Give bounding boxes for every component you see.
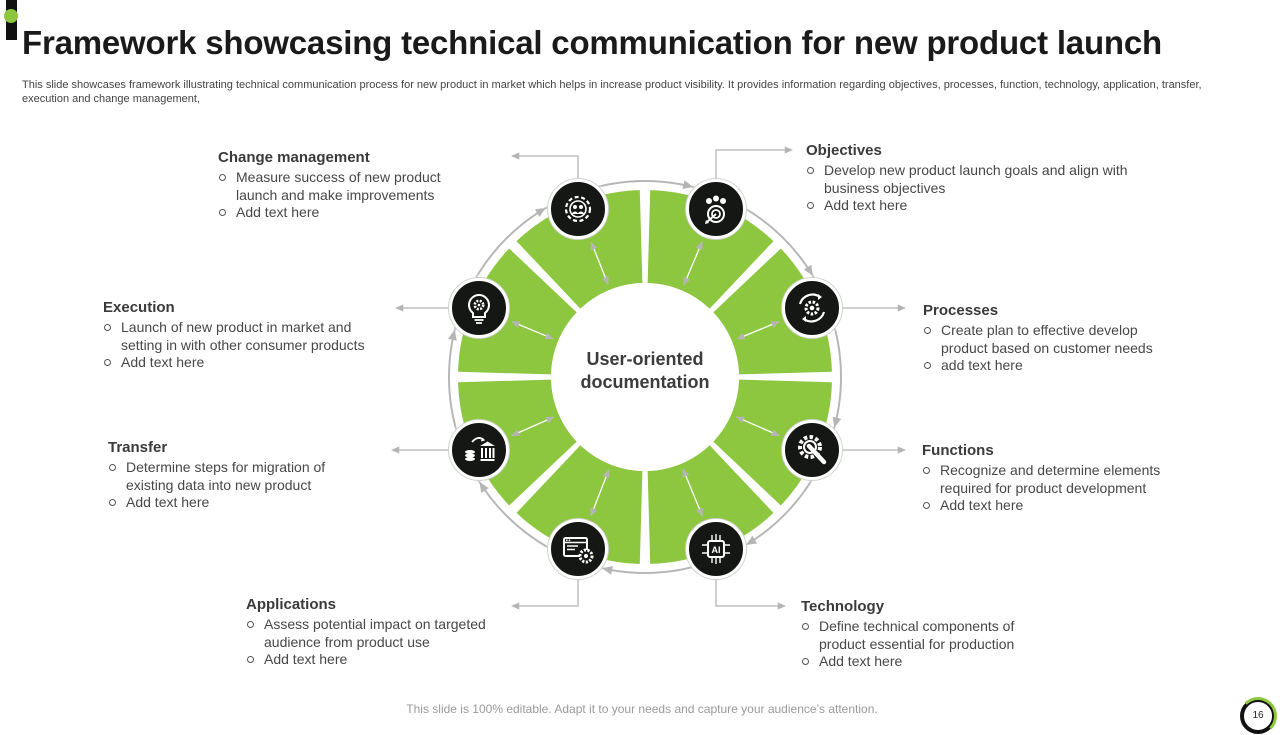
coins-bank-icon xyxy=(465,437,495,461)
browser-gear-icon xyxy=(563,537,594,564)
slide-title: Framework showcasing technical communica… xyxy=(22,24,1162,61)
stage-bullet: Add text here xyxy=(801,653,1046,671)
cycle-arrow xyxy=(832,331,842,428)
stage-bullet: Assess potential impact on targeted audi… xyxy=(246,616,516,651)
transfer-node[interactable] xyxy=(449,420,509,480)
wrench-gear-icon xyxy=(798,435,827,465)
stage-bullet: Add text here xyxy=(246,651,516,669)
stage-bullet: Define technical components of product e… xyxy=(801,618,1046,653)
spoke-arrow xyxy=(511,416,555,437)
stage-heading: Transfer xyxy=(108,439,168,456)
cycle-arrow xyxy=(748,209,813,276)
stage-bullet: Add text here xyxy=(806,197,1131,215)
stage-functions: Functions Recognize and determine elemen… xyxy=(922,442,1197,515)
leader-line xyxy=(511,152,579,180)
objectives-node[interactable] xyxy=(686,179,746,239)
cycle-arrow xyxy=(601,180,694,189)
svg-text:AI: AI xyxy=(712,545,721,555)
stage-bullet: Develop new product launch goals and ali… xyxy=(806,162,1131,197)
spoke-arrow xyxy=(590,469,610,517)
change-management-node[interactable] xyxy=(548,179,608,239)
stage-bullet: Recognize and determine elements require… xyxy=(922,462,1197,497)
page-number: 16 xyxy=(1252,710,1264,721)
spoke-arrow xyxy=(511,321,554,340)
stage-objectives: Objectives Develop new product launch go… xyxy=(806,142,1131,215)
cycle-gear-icon xyxy=(798,293,826,323)
stage-bullet: Add text here xyxy=(922,497,1197,515)
spoke-arrow xyxy=(683,241,703,286)
cycle-arrow xyxy=(479,482,547,547)
applications-node[interactable] xyxy=(548,519,608,579)
processes-node[interactable] xyxy=(782,278,842,338)
lightbulb-gear-icon xyxy=(468,293,490,324)
stage-bullet: Measure success of new product launch an… xyxy=(218,169,478,204)
leader-lines xyxy=(391,146,906,610)
slide-subtitle: This slide showcases framework illustrat… xyxy=(22,79,1202,105)
footer-note: This slide is 100% editable. Adapt it to… xyxy=(406,702,878,716)
stage-bullet: Create plan to effective develop product… xyxy=(923,322,1183,357)
hub-label-line1: User-oriented xyxy=(586,349,704,369)
stage-applications: Applications Assess potential impact on … xyxy=(246,596,516,669)
technology-node[interactable]: AI xyxy=(686,519,746,579)
ai-chip-icon: AI xyxy=(702,534,730,564)
spoke-arrow xyxy=(736,321,780,340)
target-group-icon xyxy=(705,195,726,224)
stage-heading: Applications xyxy=(246,596,337,613)
spoke-arrow xyxy=(590,241,609,285)
stage-bullet: Add text here xyxy=(103,354,393,372)
stage-bullet: add text here xyxy=(923,357,1183,375)
hub-label-line2: documentation xyxy=(580,372,710,392)
stage-technology: Technology Define technical components o… xyxy=(801,598,1046,671)
arc-arrows xyxy=(448,180,842,575)
stage-processes: Processes Create plan to effective devel… xyxy=(923,302,1183,375)
ring-segment xyxy=(516,190,643,309)
cycle-arrow xyxy=(477,207,546,275)
hub-label: User-oriented documentation xyxy=(552,348,738,394)
spoke-arrow xyxy=(682,468,703,517)
stage-bullet: Add text here xyxy=(218,204,478,222)
stage-heading: Execution xyxy=(103,299,175,316)
stage-execution: Execution Launch of new product in marke… xyxy=(103,299,393,372)
stage-heading: Objectives xyxy=(806,142,882,159)
page-number-badge: 16 xyxy=(1239,697,1277,735)
gear-people-icon xyxy=(564,195,592,223)
accent-dot xyxy=(4,9,18,23)
cycle-arrow xyxy=(602,566,691,575)
ring-segment xyxy=(516,445,643,564)
functions-node[interactable] xyxy=(782,420,842,480)
stage-bullet: Launch of new product in market and sett… xyxy=(103,319,393,354)
stage-transfer: Transfer Determine steps for migration o… xyxy=(108,439,353,512)
stage-heading: Functions xyxy=(922,442,994,459)
spokes xyxy=(511,241,780,517)
leader-line xyxy=(715,578,786,610)
hub-circle xyxy=(551,283,739,471)
stage-change-management: Change management Measure success of new… xyxy=(218,149,478,222)
leader-line xyxy=(715,146,793,180)
leader-line xyxy=(511,578,579,610)
stage-bullet: Add text here xyxy=(108,494,353,512)
execution-node[interactable] xyxy=(449,278,509,338)
spoke-arrow xyxy=(735,416,780,437)
stage-bullet: Determine steps for migration of existin… xyxy=(108,459,353,494)
stage-heading: Technology xyxy=(801,598,885,615)
cycle-arrow xyxy=(448,329,457,428)
cycle-arrow xyxy=(746,482,811,545)
stage-heading: Processes xyxy=(923,302,999,319)
stage-heading: Change management xyxy=(218,149,370,166)
